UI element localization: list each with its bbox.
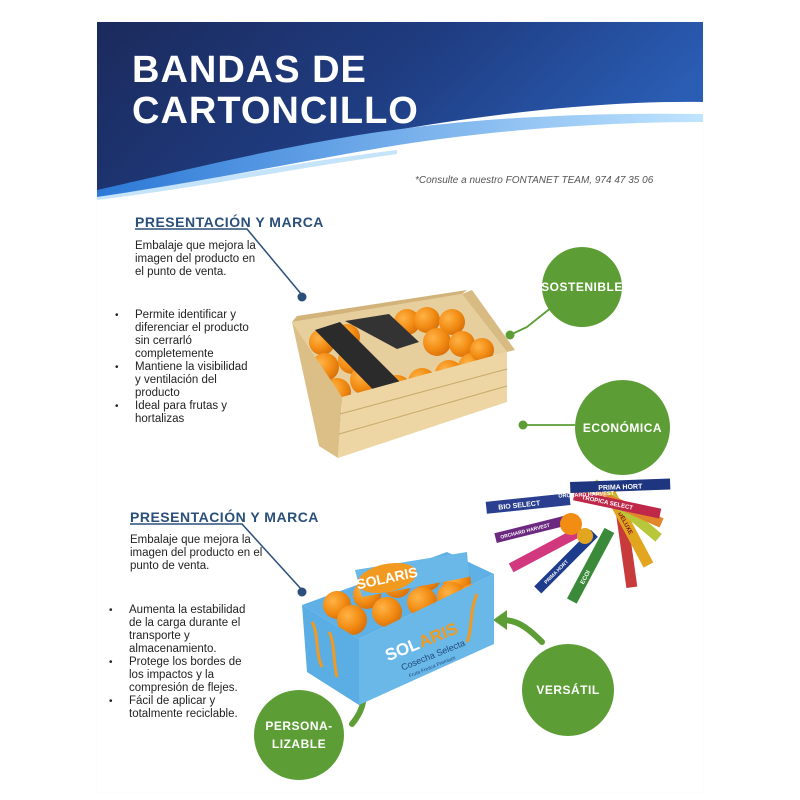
list-item: Mantiene la visibilidad y ventilación de… bbox=[115, 361, 255, 400]
list-item: Ideal para frutas y hortalizas bbox=[115, 400, 255, 426]
section2-bullets: Aumenta la estabilidad de la carga duran… bbox=[109, 604, 259, 721]
page-title: BANDAS DE CARTONCILLO bbox=[132, 50, 419, 132]
section2-title: PRESENTACIÓN Y MARCA bbox=[130, 509, 319, 525]
section1-title: PRESENTACIÓN Y MARCA bbox=[135, 214, 324, 230]
section1-bullets: Permite identificar y diferenciar el pro… bbox=[115, 309, 255, 426]
badge-economica: ECONÓMICA bbox=[575, 380, 670, 475]
strip-orchard-harvest-top: ORCHARD HARVEST bbox=[558, 491, 615, 500]
strip-prima-hort-2: PRIMA HORT bbox=[543, 559, 570, 586]
badge-sostenible: SOSTENIBLE bbox=[541, 247, 622, 327]
section2-description: Embalaje que mejora la imagen del produc… bbox=[130, 534, 263, 572]
section1-description: Embalaje que mejora la imagen del produc… bbox=[135, 240, 256, 278]
list-item: Permite identificar y diferenciar el pro… bbox=[115, 309, 255, 361]
list-item: Aumenta la estabilidad de la carga duran… bbox=[109, 604, 259, 656]
title-line-1: BANDAS DE bbox=[132, 49, 367, 91]
flyer-page: BANDAS DE CARTONCILLO *Consulte a nuestr… bbox=[97, 22, 703, 792]
strip-prima-hort: PRIMA HORT bbox=[598, 483, 643, 492]
strip-bio-select: BIO SELECT bbox=[498, 500, 541, 511]
contact-note: *Consulte a nuestro FONTANET TEAM, 974 4… bbox=[415, 175, 654, 186]
printed-box-image: SOLARIS SOL ARIS Cosecha Selecta Fruta F… bbox=[302, 552, 494, 705]
strip-fruit-icon bbox=[560, 513, 582, 535]
title-line-2: CARTONCILLO bbox=[132, 90, 419, 132]
header-banner bbox=[97, 22, 703, 200]
badge-personalizable-line1: PERSONA- bbox=[265, 719, 333, 733]
list-item: Protege los bordes de los impactos y la … bbox=[109, 656, 259, 695]
list-item: Fácil de aplicar y totalmente reciclable… bbox=[109, 695, 259, 721]
card-strips-image: BIO SELECT ORCHARD HARVEST PRIMA HORT EC… bbox=[485, 478, 671, 604]
badge-versatil: VERSÁTIL bbox=[522, 644, 614, 736]
wooden-crate-image bbox=[292, 290, 515, 458]
strip-fruit-icon bbox=[577, 528, 593, 544]
badge-personalizable-line2: LIZABLE bbox=[271, 737, 327, 751]
badge-personalizable: PERSONA- LIZABLE bbox=[254, 690, 344, 780]
